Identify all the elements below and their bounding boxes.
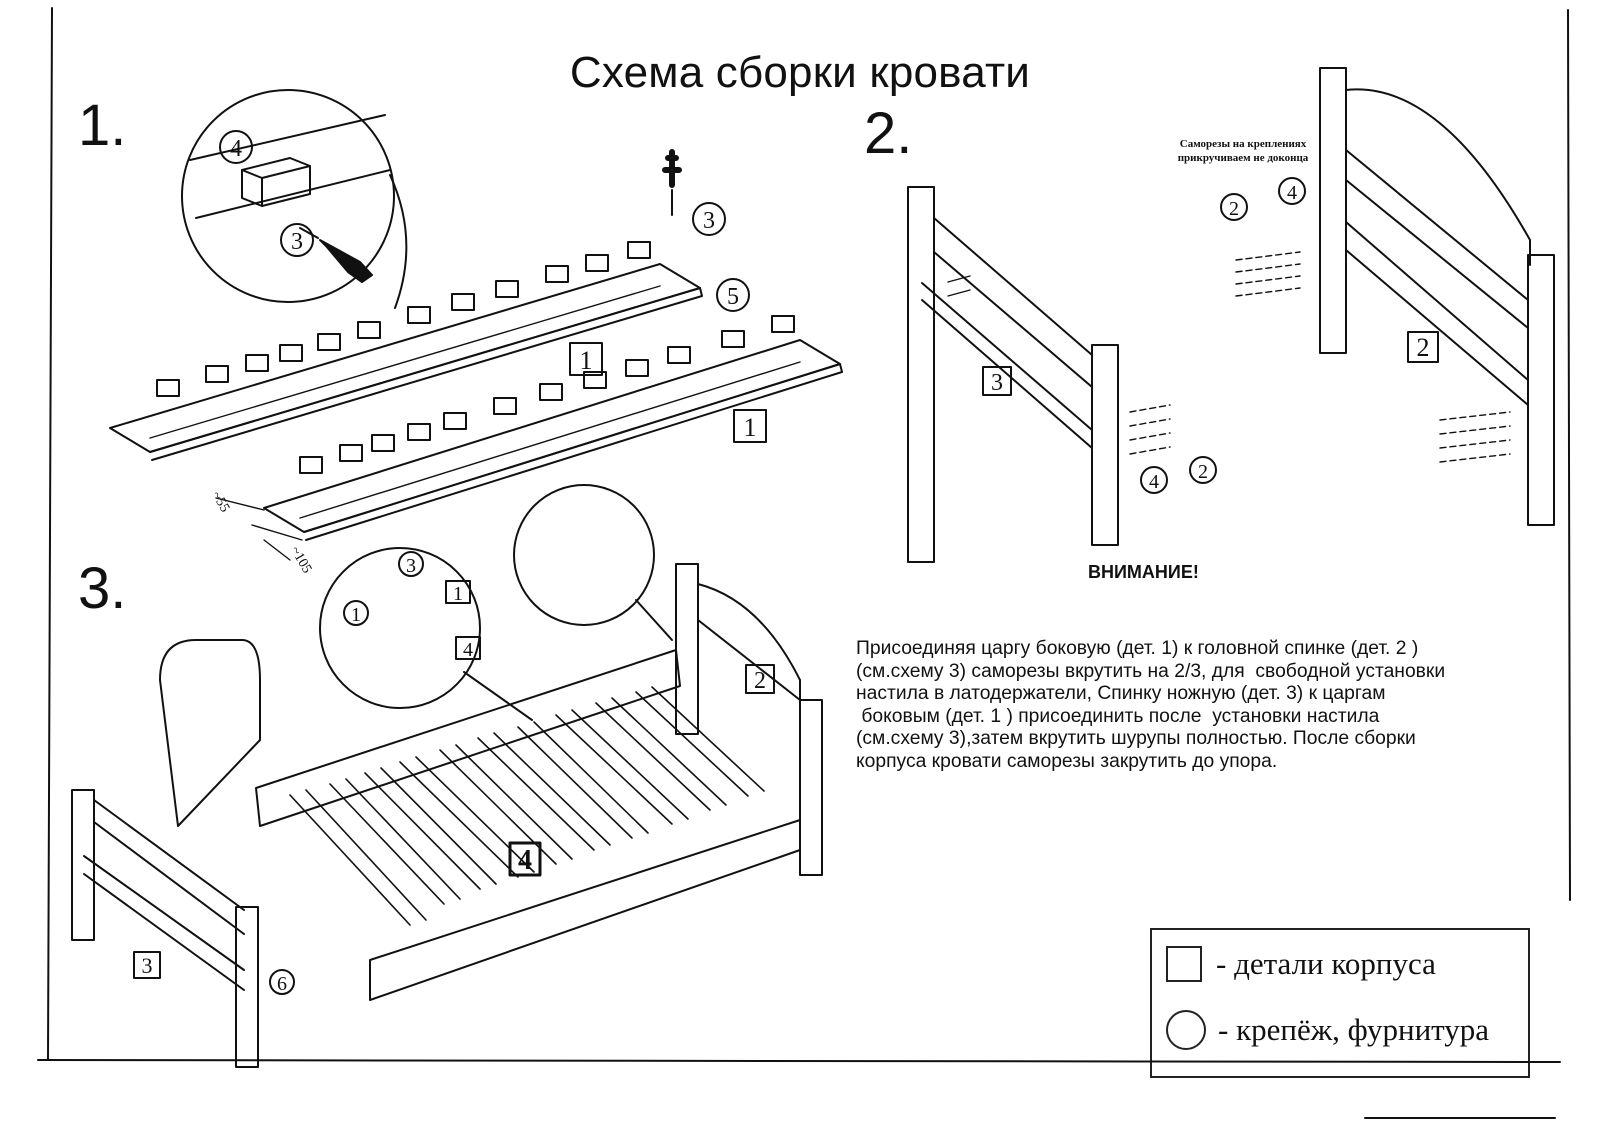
- fastener-callout-number: 1: [351, 604, 361, 626]
- head-post-front: [799, 699, 823, 876]
- fastener-callout: [280, 223, 314, 257]
- side-rail-back: [255, 649, 681, 827]
- fastener-callout-number: 4: [1149, 471, 1159, 493]
- frame-left-line: [47, 7, 53, 1061]
- step-1-drawing: ~55 ~105 4 3 3 5 1 1: [109, 89, 843, 576]
- headboard-post-left: [1319, 67, 1347, 354]
- head-post: [675, 563, 699, 735]
- dim-55-label: ~55: [208, 489, 232, 515]
- detail-magnifier: [181, 89, 395, 303]
- instruction-line: (см.схему 3),затем вкрутить шурупы полно…: [856, 728, 1416, 749]
- instruction-line: настила в латодержатели, Спинку ножную (…: [856, 683, 1386, 704]
- square-symbol-icon: [1166, 946, 1202, 982]
- part-callout-number: 1: [580, 346, 593, 375]
- step-2-number: 2.: [864, 101, 913, 166]
- step-2-drawing: 2 4 4 2 3 2: [907, 67, 1555, 563]
- headboard-post-right: [1527, 254, 1555, 526]
- legend-box: - детали корпуса - крепёж, фурнитура: [1150, 928, 1530, 1078]
- page-title: Схема сборки кровати: [569, 48, 1031, 97]
- part-callout: [733, 409, 767, 443]
- step-3-drawing: 3 1 1 4 2 4 3 6: [71, 484, 823, 1068]
- part-callout-number: 4: [463, 639, 473, 661]
- part-callout-number: 2: [754, 668, 766, 694]
- fastener-callout: [716, 278, 750, 312]
- fastener-callout-number: 3: [291, 229, 303, 255]
- dim-105-label: ~105: [287, 544, 314, 576]
- fastener-callout: [692, 202, 726, 236]
- slat-holders-lower: [299, 315, 795, 474]
- instruction-line: Присоединяя царгу боковую (дет. 1) к гол…: [856, 638, 1419, 659]
- fastener-callout-number: 2: [1198, 461, 1208, 483]
- footboard-post-right: [1091, 344, 1119, 546]
- screws-group: [947, 251, 1511, 463]
- part-callout: [569, 342, 603, 376]
- legend-fasteners-label: - крепёж, фурнитура: [1218, 1012, 1490, 1047]
- slats-group: [289, 686, 765, 926]
- circle-symbol-icon: [1166, 1010, 1206, 1050]
- legend-row-parts: - детали корпуса: [1166, 946, 1436, 982]
- instruction-line: корпуса кровати саморезы закрутить до уп…: [856, 750, 1278, 772]
- slat-holders-upper: [156, 241, 651, 397]
- fastener-callout: [219, 130, 253, 164]
- fastener-callout-number: 3: [703, 208, 715, 234]
- fastener-callout-number: 4: [230, 136, 242, 162]
- part-callout-number: 4: [518, 845, 532, 876]
- part-callout-number: 1: [453, 583, 463, 605]
- fastener-callout-number: 5: [727, 284, 739, 310]
- side-rail-front: [369, 819, 801, 1001]
- instructions-text: Присоединяя царгу боковую (дет. 1) к гол…: [856, 638, 1556, 773]
- frame-bottom-line: [37, 1059, 1561, 1063]
- footboard-post-left: [907, 186, 935, 563]
- screw-note-line: Саморезы на креплениях: [1179, 138, 1307, 150]
- step-1-number: 1.: [78, 93, 127, 158]
- part-callout-number: 1: [744, 413, 757, 442]
- frame-right-line: [1567, 9, 1571, 901]
- part-callout-number: 3: [142, 953, 153, 978]
- legend-row-fasteners: - крепёж, фурнитура: [1166, 1010, 1489, 1050]
- screw-note: Саморезы на креплениях прикручиваем не д…: [1158, 137, 1328, 165]
- fastener-callout-number: 2: [1229, 198, 1239, 220]
- instruction-line: (см.схему 3) саморезы вкрутить на 2/3, д…: [856, 660, 1446, 682]
- fastener-callout-number: 6: [277, 973, 287, 995]
- warning-heading: ВНИМАНИЕ!: [1088, 562, 1199, 582]
- part-callout-number: 2: [1417, 333, 1430, 362]
- screw-note-line: прикручиваем не доконца: [1177, 152, 1309, 164]
- part-callout-number: 3: [991, 370, 1003, 396]
- step-3-number: 3.: [78, 556, 127, 621]
- fastener-callout-number: 3: [406, 555, 416, 577]
- instruction-line: боковым (дет. 1 ) присоединить после уст…: [856, 705, 1380, 727]
- legend-parts-label: - детали корпуса: [1216, 946, 1436, 981]
- fastener-callout-number: 4: [1287, 182, 1297, 204]
